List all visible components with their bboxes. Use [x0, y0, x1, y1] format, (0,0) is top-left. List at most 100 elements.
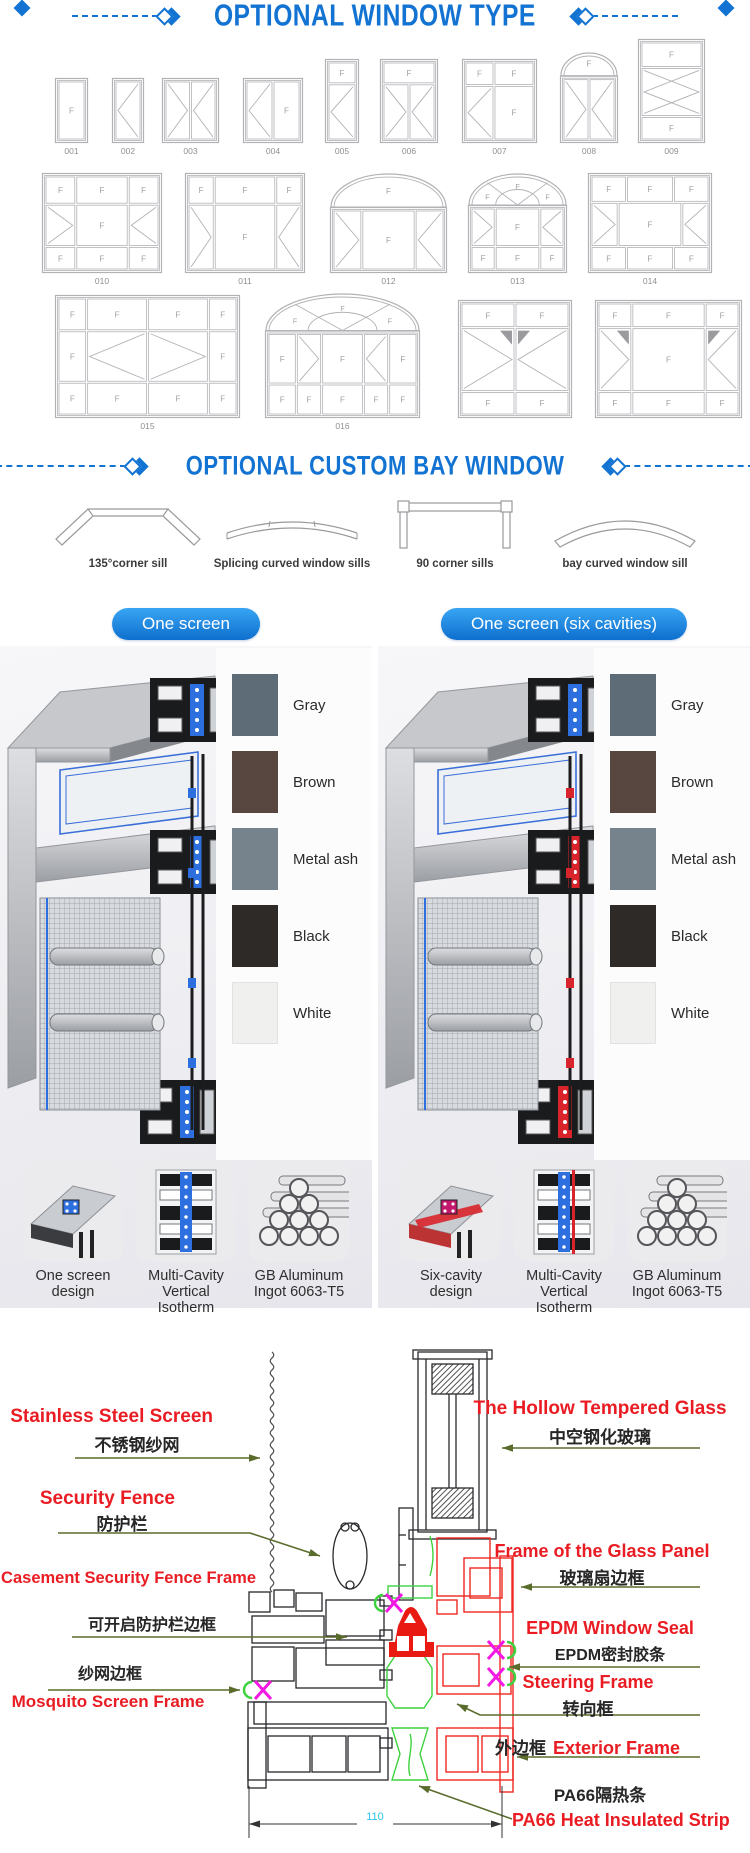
diagram-label: 中空钢化玻璃 [549, 1427, 651, 1447]
swatch-name: Black [293, 927, 330, 945]
svg-text:F: F [115, 310, 120, 319]
svg-text:F: F [340, 355, 345, 364]
diagram-label: The Hollow Tempered Glass [473, 1398, 726, 1419]
one-screen-button[interactable]: One screen [112, 608, 260, 640]
svg-text:F: F [100, 186, 105, 195]
page-title: OPTIONAL WINDOW TYPE [214, 0, 536, 33]
svg-text:F: F [515, 223, 520, 232]
thumbnail-image [627, 1162, 744, 1262]
section-header-window-type: OPTIONAL WINDOW TYPE [0, 0, 750, 38]
swatch-white: White [610, 982, 750, 1044]
svg-text:F: F [666, 356, 671, 365]
swatch-gray: Gray [232, 674, 372, 736]
swatch-color [232, 751, 278, 813]
svg-text:F: F [612, 311, 617, 320]
svg-text:F: F [400, 396, 405, 405]
svg-text:002: 002 [121, 146, 135, 156]
svg-text:F: F [400, 355, 405, 364]
svg-text:010: 010 [95, 276, 109, 286]
bay-sill-corner135: 135°corner sill [43, 493, 213, 570]
svg-text:F: F [407, 69, 412, 78]
svg-text:F: F [220, 310, 225, 319]
svg-text:008: 008 [582, 146, 596, 156]
swatch-name: Metal ash [293, 850, 359, 868]
svg-text:F: F [648, 254, 653, 263]
bay-sill-label: Splicing curved window sills [213, 558, 371, 570]
svg-text:F: F [100, 254, 105, 263]
svg-text:F: F [648, 185, 653, 194]
diagram-label: 玻璃扇边框 [560, 1568, 645, 1588]
swatch-color [232, 982, 278, 1044]
svg-text:F: F [545, 194, 549, 201]
swatch-brown: Brown [610, 751, 750, 813]
svg-text:012: 012 [381, 276, 395, 286]
swatch-name: White [671, 1004, 710, 1022]
diagram-label: 不锈钢纱网 [95, 1435, 180, 1455]
diagram-label: PA66 Heat Insulated Strip [512, 1810, 730, 1830]
svg-text:F: F [587, 60, 592, 69]
svg-text:F: F [58, 186, 63, 195]
security-fence-profile [332, 1507, 414, 1601]
swatch-name: White [293, 1004, 332, 1022]
svg-text:F: F [540, 311, 545, 320]
svg-text:F: F [612, 399, 617, 408]
diagram-label: PA66隔热条 [554, 1785, 647, 1805]
svg-text:F: F [141, 186, 146, 195]
svg-text:005: 005 [335, 146, 349, 156]
svg-text:F: F [720, 399, 725, 408]
dashed-line [0, 465, 126, 467]
svg-text:110: 110 [366, 1811, 384, 1823]
svg-text:F: F [666, 399, 671, 408]
epdm-seal [389, 1607, 434, 1657]
callout-arrows [48, 1444, 700, 1820]
svg-text:F: F [669, 124, 674, 133]
svg-text:F: F [100, 221, 105, 230]
diagram-label: Steering Frame [522, 1672, 653, 1692]
svg-text:F: F [280, 355, 285, 364]
swatch-name: Brown [671, 773, 714, 791]
svg-text:F: F [220, 395, 225, 404]
six-cavities-button[interactable]: One screen (six cavities) [440, 608, 688, 640]
window-type-002: 002 [111, 77, 145, 156]
svg-text:F: F [340, 396, 345, 405]
svg-text:F: F [340, 306, 344, 313]
svg-text:F: F [386, 187, 391, 196]
svg-text:013: 013 [510, 276, 524, 286]
header-decoration-left [0, 456, 149, 476]
swatch-color [610, 674, 656, 736]
svg-text:F: F [689, 254, 694, 263]
svg-text:F: F [689, 185, 694, 194]
header-decoration-right [569, 6, 678, 26]
product-image-one-screen [0, 648, 232, 1160]
swatch-color [610, 905, 656, 967]
header-decoration-right [601, 456, 750, 476]
swatch-name: Metal ash [671, 850, 737, 868]
svg-text:F: F [512, 109, 517, 118]
dashed-line [591, 15, 678, 17]
swatch-name: Brown [293, 773, 336, 791]
swatch-color [232, 828, 278, 890]
svg-text:F: F [199, 186, 204, 195]
swatch-color [232, 674, 278, 736]
svg-text:001: 001 [64, 146, 78, 156]
